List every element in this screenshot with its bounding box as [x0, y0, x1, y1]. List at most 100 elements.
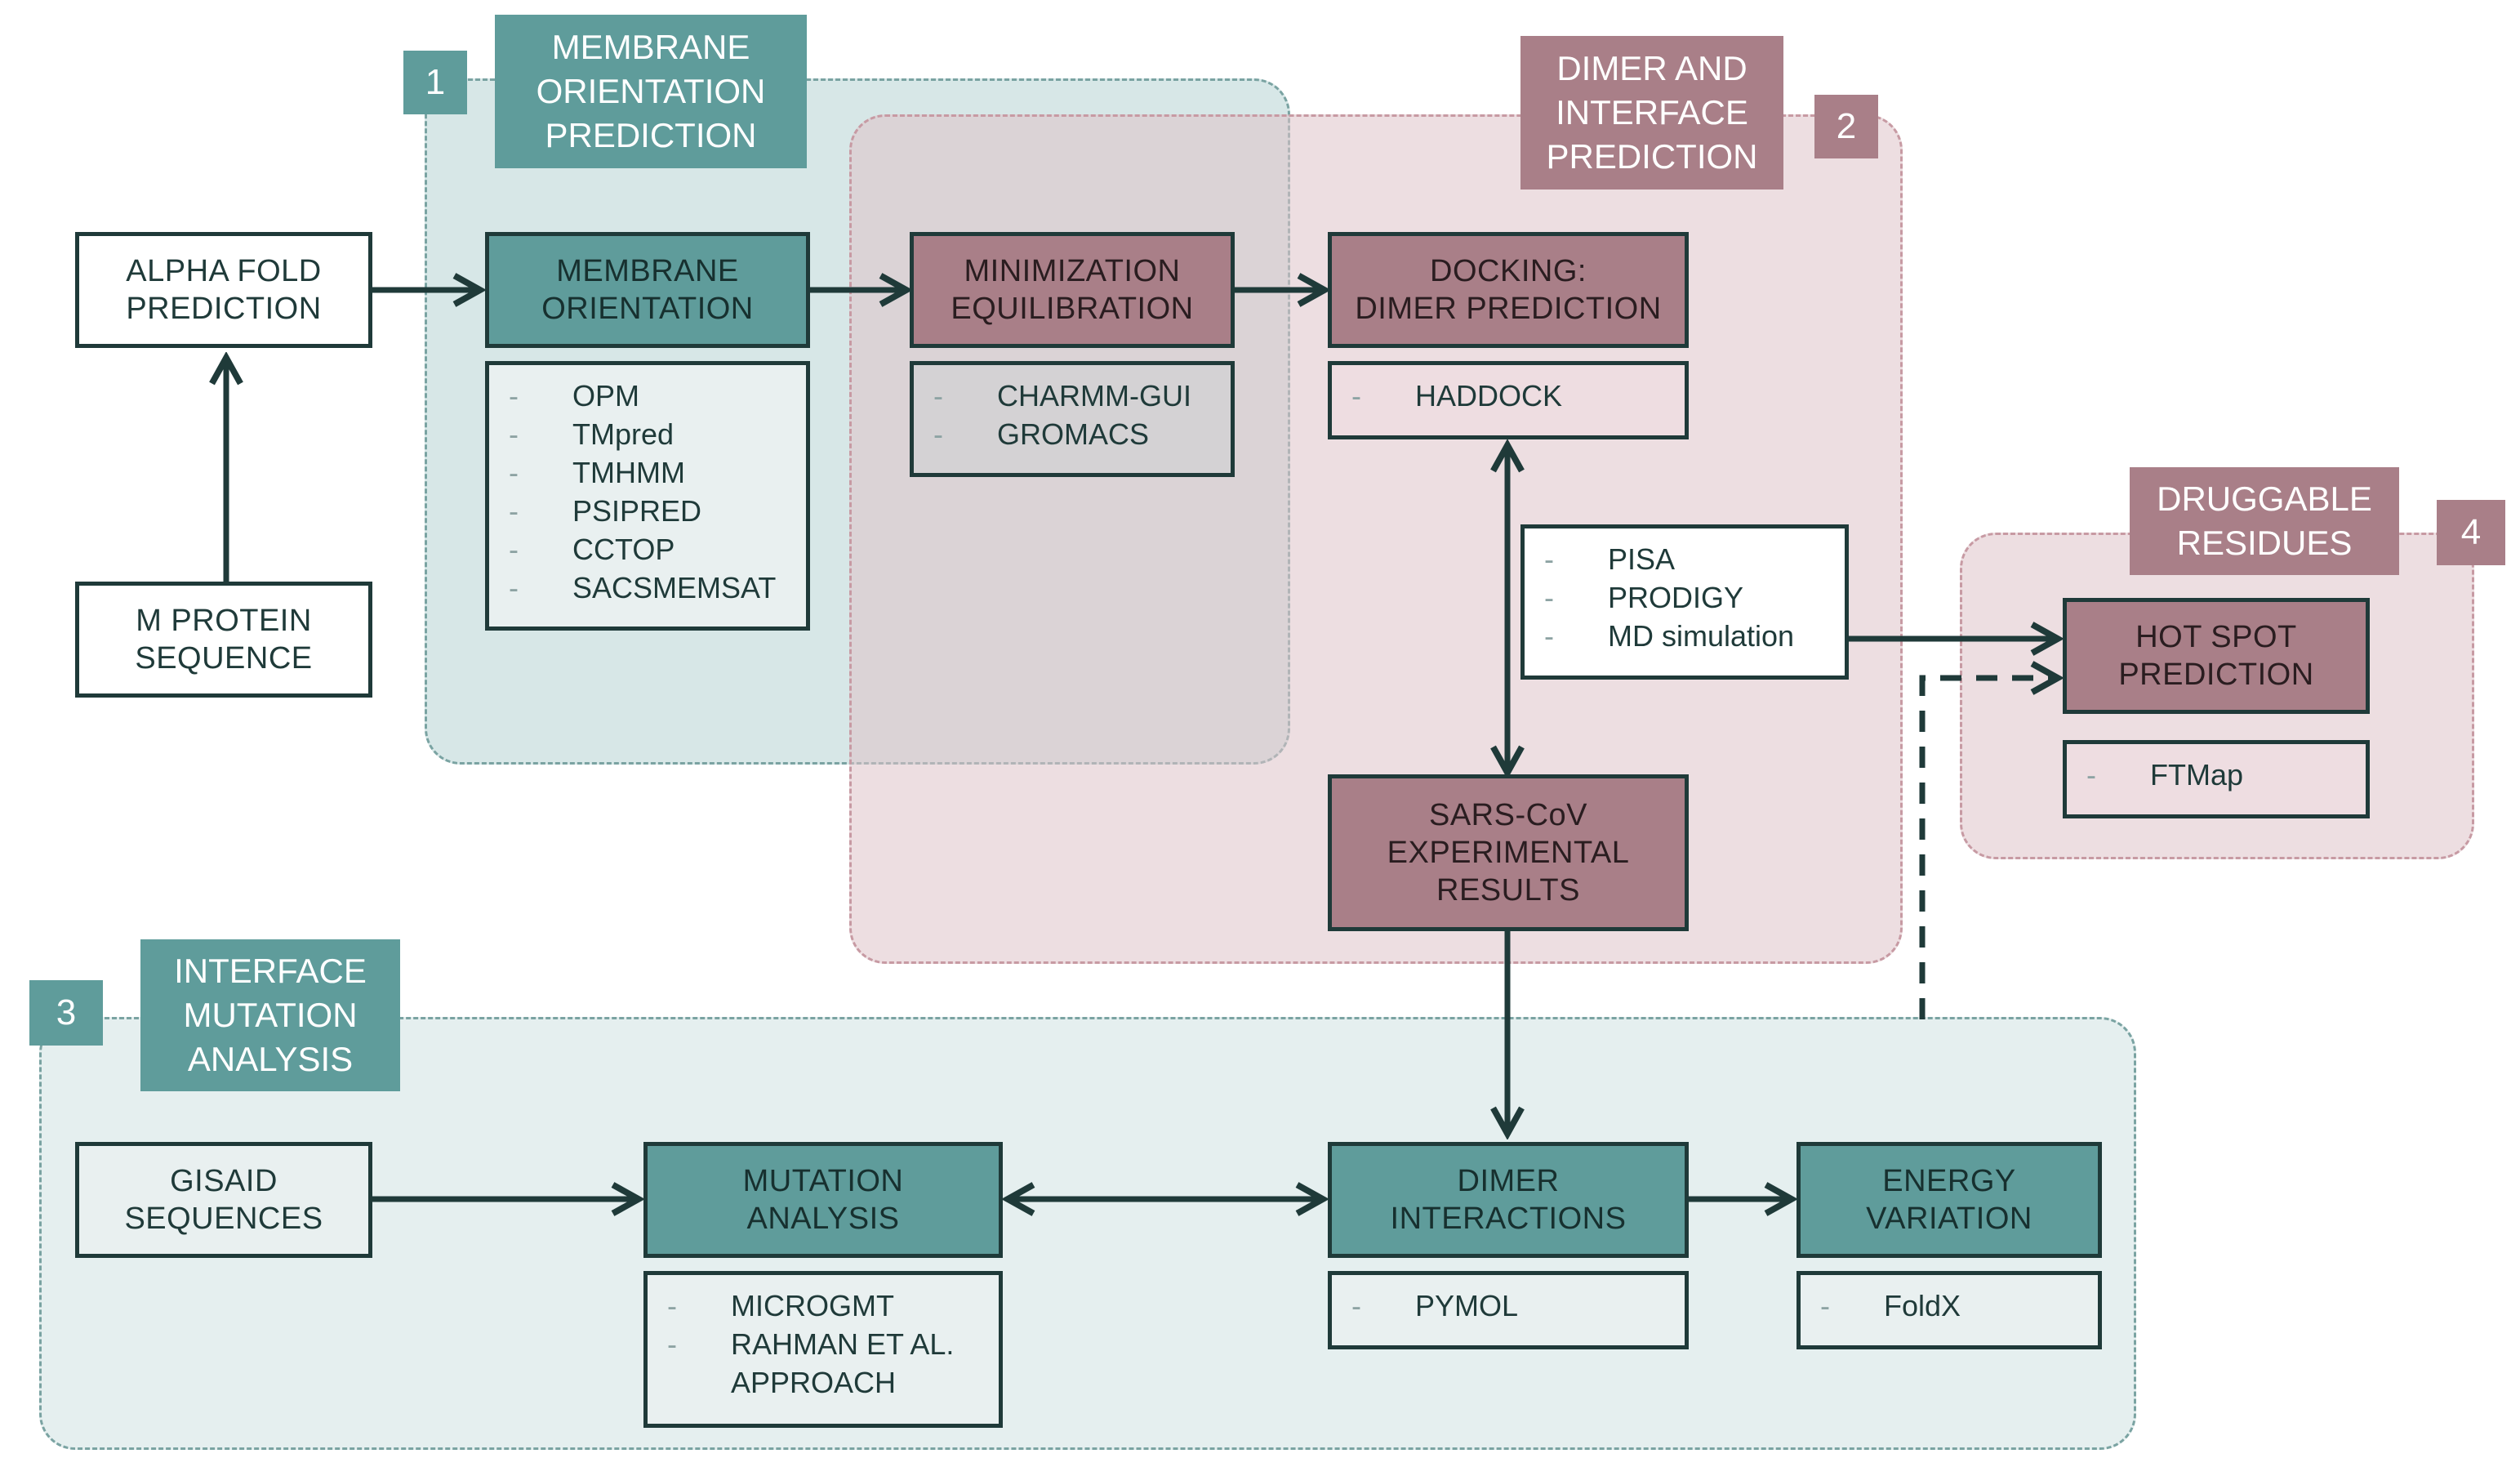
tool-name: GROMACS	[997, 417, 1150, 451]
box-line: PREDICTION	[126, 292, 322, 326]
tool-name: MICROGMT	[731, 1289, 894, 1322]
hotspot-box: HOT SPOT PREDICTION	[2063, 598, 2370, 714]
box-line: ALPHA FOLD	[126, 254, 322, 288]
section-1-title-line: ORIENTATION	[536, 72, 766, 110]
tool-name: CHARMM-GUI	[997, 379, 1191, 412]
membrane-tools-list: -OPM -TMpred -TMHMM -PSIPRED -CCTOP -SAC…	[485, 361, 810, 631]
list-item: -MICROGMT	[667, 1286, 984, 1325]
list-item: -FTMap	[2086, 756, 2351, 794]
section-3-number: 3	[29, 980, 103, 1046]
section-3-title-line: INTERFACE	[174, 952, 367, 990]
box-line: ANALYSIS	[746, 1202, 900, 1236]
box-line: HOT SPOT	[2135, 620, 2297, 654]
tool-name: PSIPRED	[572, 494, 702, 528]
list-item: -MD simulation	[1544, 617, 1830, 655]
box-line: DIMER	[1457, 1164, 1560, 1198]
list-item: -RAHMAN ET AL.	[667, 1325, 984, 1363]
box-line: VARIATION	[1866, 1202, 2032, 1236]
tool-name: PISA	[1608, 542, 1676, 576]
section-2-title-line: DIMER AND	[1556, 49, 1748, 87]
box-line: SARS-CoV	[1428, 798, 1588, 832]
section-4-number: 4	[2437, 500, 2505, 565]
list-item: -SACSMEMSAT	[509, 569, 791, 607]
tool-name: RAHMAN ET AL.	[731, 1327, 955, 1361]
box-line: ENERGY	[1882, 1164, 2016, 1198]
tool-name: MD simulation	[1608, 619, 1795, 653]
box-line: MINIMIZATION	[964, 254, 1181, 288]
section-1-title: MEMBRANE ORIENTATION PREDICTION	[495, 15, 807, 168]
list-item: -PYMOL	[1351, 1286, 1670, 1325]
hotspot-tools-list: -FTMap	[2063, 740, 2370, 818]
box-line: SEQUENCES	[124, 1202, 323, 1236]
section-3-title-line: MUTATION	[183, 996, 358, 1034]
tool-name: HADDOCK	[1415, 379, 1563, 412]
list-item: -CCTOP	[509, 530, 791, 569]
list-item: -TMHMM	[509, 453, 791, 492]
section-4-title-line: DRUGGABLE	[2157, 479, 2372, 518]
box-line: MEMBRANE	[556, 254, 739, 288]
section-4-title-line: RESIDUES	[2176, 524, 2353, 562]
minimization-box: MINIMIZATION EQUILIBRATION	[910, 232, 1235, 348]
membrane-orientation-box: MEMBRANE ORIENTATION	[485, 232, 810, 348]
dimer-interactions-box: DIMER INTERACTIONS	[1328, 1142, 1689, 1258]
tool-name: PYMOL	[1415, 1289, 1519, 1322]
list-item: -PRODIGY	[1544, 578, 1830, 617]
energy-tools-list: -FoldX	[1797, 1271, 2102, 1349]
tool-name: FoldX	[1884, 1289, 1961, 1322]
dimer-tools-list: -PYMOL	[1328, 1271, 1689, 1349]
box-line: MUTATION	[742, 1164, 904, 1198]
mutation-analysis-box: MUTATION ANALYSIS	[643, 1142, 1003, 1258]
section-2-title: DIMER AND INTERFACE PREDICTION	[1520, 36, 1783, 190]
list-item: -PSIPRED	[509, 492, 791, 530]
list-item: -FoldX	[1820, 1286, 2083, 1325]
arrow-dashed-to-hotspot	[1919, 678, 2058, 1019]
mutation-tools-list: -MICROGMT -RAHMAN ET AL. APPROACH	[643, 1271, 1003, 1428]
alphafold-box: ALPHA FOLD PREDICTION	[75, 232, 372, 348]
section-3-title-line: ANALYSIS	[187, 1040, 354, 1078]
section-2-title-line: INTERFACE	[1556, 93, 1748, 132]
section-2-title-line: PREDICTION	[1546, 137, 1758, 176]
tool-name: FTMap	[2150, 758, 2244, 792]
box-line: M PROTEIN	[136, 604, 312, 638]
box-line: INTERACTIONS	[1390, 1202, 1627, 1236]
list-item: -PISA	[1544, 540, 1830, 578]
list-item: -OPM	[509, 377, 791, 415]
list-item: -GROMACS	[933, 415, 1216, 453]
section-1-title-line: PREDICTION	[545, 116, 757, 154]
section-1-number: 1	[403, 51, 467, 114]
section-2-number: 2	[1814, 95, 1878, 158]
sarscov-results-box: SARS-CoV EXPERIMENTAL RESULTS	[1328, 774, 1689, 931]
tool-name: TMpred	[572, 417, 675, 451]
docking-box: DOCKING: DIMER PREDICTION	[1328, 232, 1689, 348]
list-item: -TMpred	[509, 415, 791, 453]
box-line: PREDICTION	[2118, 658, 2314, 692]
list-item: -CHARMM-GUI	[933, 377, 1216, 415]
box-line: EQUILIBRATION	[951, 292, 1194, 326]
section-3-title: INTERFACE MUTATION ANALYSIS	[140, 939, 400, 1091]
docking-tools-list: -HADDOCK	[1328, 361, 1689, 439]
interface-tools-list: -PISA -PRODIGY -MD simulation	[1520, 524, 1849, 680]
minimization-tools-list: -CHARMM-GUI -GROMACS	[910, 361, 1235, 477]
box-line: EXPERIMENTAL	[1387, 836, 1630, 870]
box-line: RESULTS	[1436, 873, 1580, 907]
energy-variation-box: ENERGY VARIATION	[1797, 1142, 2102, 1258]
gisaid-box: GISAID SEQUENCES	[75, 1142, 372, 1258]
list-item: APPROACH	[667, 1363, 984, 1402]
box-line: DIMER PREDICTION	[1355, 292, 1662, 326]
box-line: GISAID	[170, 1164, 278, 1198]
mprotein-box: M PROTEIN SEQUENCE	[75, 582, 372, 698]
tool-name: CCTOP	[572, 533, 675, 566]
tool-name: TMHMM	[572, 456, 685, 489]
tool-name: APPROACH	[731, 1366, 897, 1399]
tool-name: SACSMEMSAT	[572, 571, 777, 604]
box-line: DOCKING:	[1430, 254, 1587, 288]
box-line: ORIENTATION	[541, 292, 754, 326]
list-item: -HADDOCK	[1351, 377, 1670, 415]
section-4-title: DRUGGABLE RESIDUES	[2130, 467, 2399, 575]
section-1-title-line: MEMBRANE	[551, 28, 750, 66]
tool-name: OPM	[572, 379, 640, 412]
tool-name: PRODIGY	[1608, 581, 1744, 614]
box-line: SEQUENCE	[135, 641, 313, 676]
